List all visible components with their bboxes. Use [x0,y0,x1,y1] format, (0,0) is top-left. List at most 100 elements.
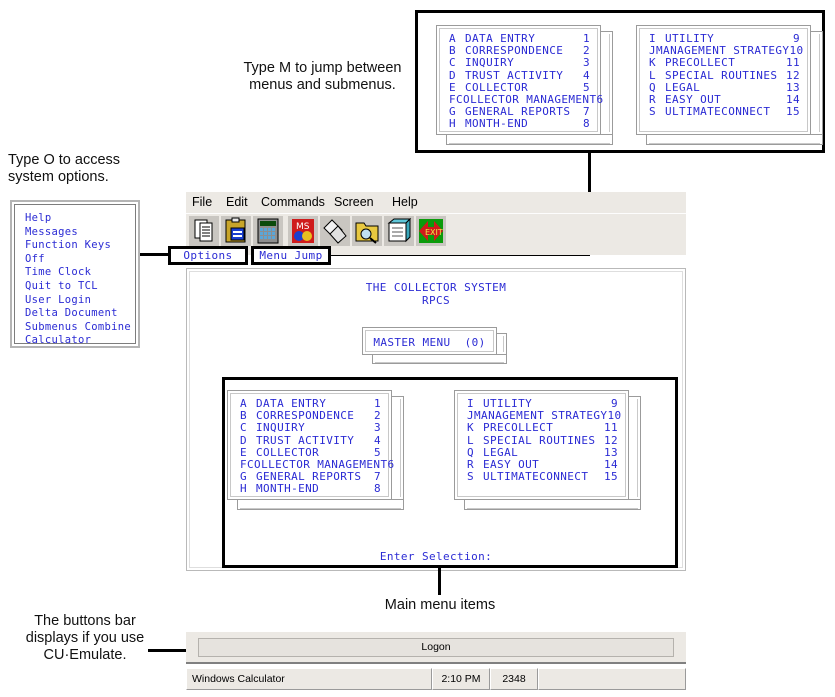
logon-button[interactable]: Logon [198,638,674,657]
main-menu-right-label: LEGAL [483,445,519,459]
submenu-left-label: COLLECTOR MANAGEMENT [456,93,597,107]
toolbar-button-exit[interactable]: EXIT [416,216,446,246]
menu-item-edit[interactable]: Edit [226,195,248,209]
submenu-left-key: A [449,32,457,45]
toolbar-button-clipboard[interactable] [221,216,251,246]
options-menu-item[interactable]: Time Clock [25,266,92,279]
menu-item-file[interactable]: File [192,195,213,209]
toolbar-button-find[interactable] [352,216,382,246]
master-menu-tail-h [372,355,507,364]
main-menu-left-key: A [240,397,248,410]
main-menu-left-key: D [240,433,248,447]
main-menu-left-label: MONTH-END [256,482,320,496]
documents-icon [194,219,213,242]
options-menu-item[interactable]: Delta Document [25,307,118,320]
options-menu-item[interactable]: User Login [25,293,92,306]
options-menu-item[interactable]: Help [25,212,52,224]
options-menu-item[interactable]: Function Keys [25,239,112,252]
terminal-subtitle: RPCS [421,294,451,307]
menu-item-help[interactable]: Help [392,195,418,209]
toolbar-button-notes[interactable] [384,216,414,246]
menu-item-screen[interactable]: Screen [334,195,374,209]
notepad-icon [387,217,412,243]
terminal-title: THE COLLECTOR SYSTEM [365,281,507,294]
submenu-left-number: 3 [582,56,590,70]
submenu-left-tail-h [446,135,613,145]
master-menu-tail-v [497,333,507,355]
main-menu-left-key: H [240,482,248,496]
status-counter: 2348 [490,668,538,690]
main-menu-left-label: GENERAL REPORTS [256,470,362,484]
main-menu-left-tail-h [237,500,404,510]
options-menu-item[interactable]: Submenus Combine [25,320,131,333]
submenu-right-label: ULTIMATECONNECT [665,105,771,119]
keys-icon [323,219,347,244]
submenu-left-key: F [449,93,457,107]
main-menu-right-label: PRECOLLECT [483,421,554,435]
submenu-right-key: K [649,56,657,70]
options-menu-item[interactable]: Calculator [25,334,92,347]
submenu-right-label: UTILITY [665,32,715,45]
toolbar-button-function-keys[interactable] [320,216,350,246]
main-menu-left-label: INQUIRY [256,421,306,435]
main-menu-right-number: 11 [603,421,618,435]
main-menu-right-number: 12 [603,433,618,447]
main-menu-right-label: EASY OUT [483,458,540,472]
submenu-left-label: GENERAL REPORTS [465,105,571,119]
options-menu-item[interactable]: Off [25,252,45,265]
menu-bar: File Edit Commands Screen Help [186,192,686,213]
master-menu-label: MASTER MENU (0) [373,336,486,349]
toolbar-button-messages[interactable]: MS [288,216,318,246]
submenu-right-label: PRECOLLECT [665,56,736,70]
menu-item-commands[interactable]: Commands [261,195,325,209]
main-menu-left-tail-v [392,396,404,500]
buttons-bar: Logon [186,632,686,664]
main-menu-left-key: E [240,445,248,459]
main-menu-left-label: TRUST ACTIVITY [256,433,355,447]
toolbar-button-calculator[interactable] [253,216,283,246]
submenu-left-key: B [449,44,457,58]
main-menu-left-label: COLLECTOR [256,445,320,459]
toolbar-button-documents[interactable] [189,216,219,246]
options-menu-item[interactable]: Quit to TCL [25,279,98,292]
options-menu-item[interactable]: Messages [25,225,78,238]
